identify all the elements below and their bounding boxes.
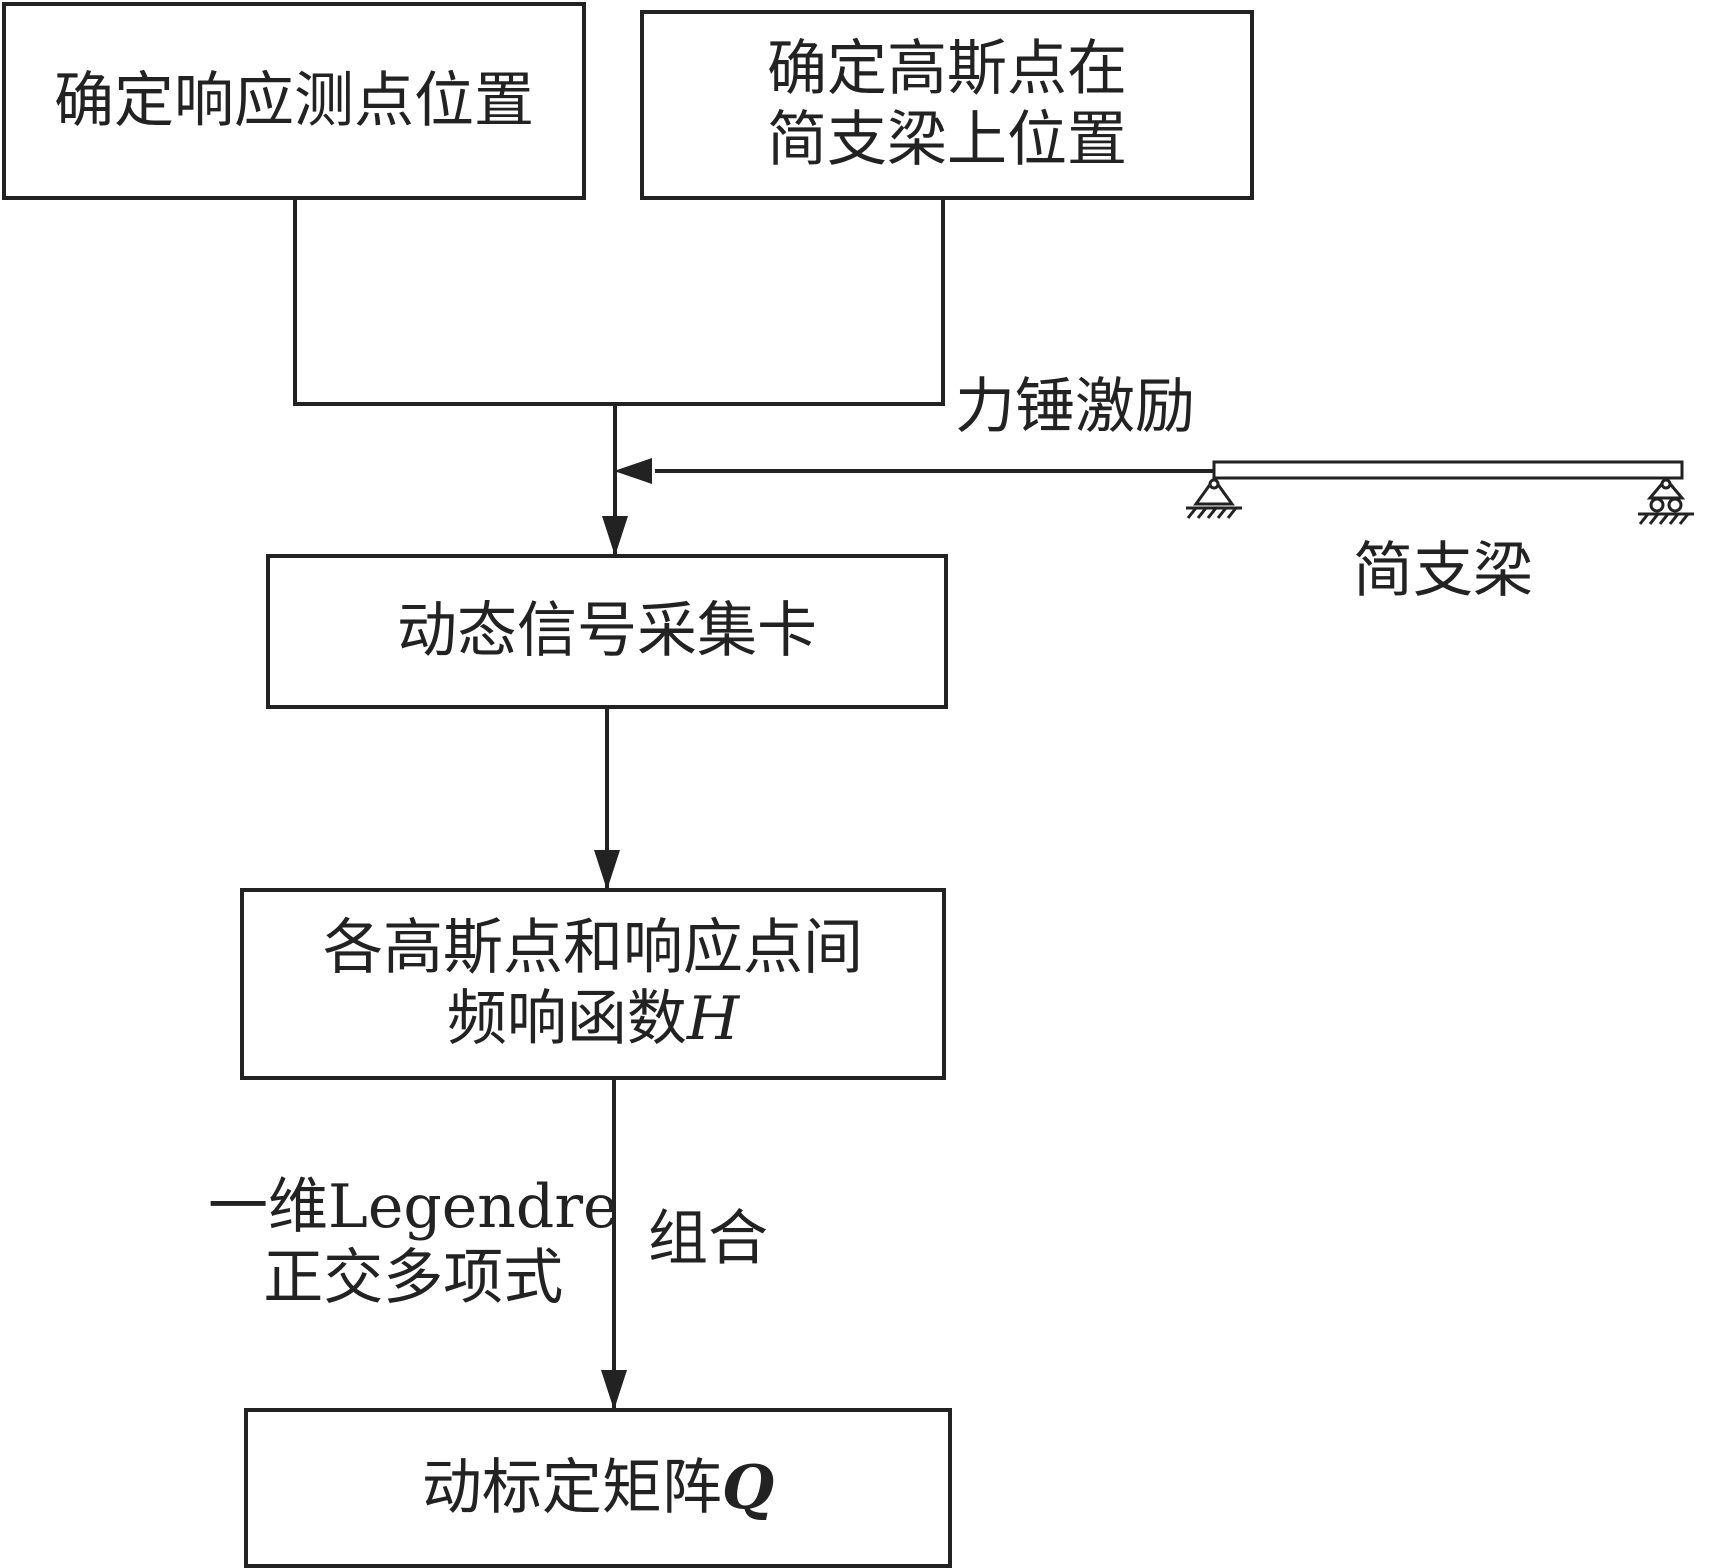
gauss-point-line1: 确定高斯点在 [767,34,1127,105]
legendre-label: 一维Legendre 正交多项式 [208,1172,619,1314]
measure-point-text: 确定响应测点位置 [54,65,534,136]
legendre-line1: 一维Legendre [208,1172,619,1242]
arrowhead-daq [602,516,628,556]
hammer-excitation-label: 力锤激励 [955,372,1195,442]
frf-box: 各高斯点和响应点间 频响函数H [240,888,946,1080]
calib-matrix-variable-q: Q [721,1452,775,1523]
arrowhead-matrix [601,1370,627,1410]
legendre-line2: 正交多项式 [263,1242,564,1313]
combine-label: 组合 [648,1204,768,1274]
calib-matrix-line: 动标定矩阵Q [422,1453,774,1524]
calib-matrix-text: 动标定矩阵 [421,1452,722,1523]
merge-connector [293,198,945,406]
calib-matrix-box: 动标定矩阵Q [244,1408,952,1568]
frf-line1: 各高斯点和响应点间 [323,913,863,984]
frf-variable-h: H [686,984,740,1054]
daq-card-box: 动态信号采集卡 [266,554,948,709]
simply-supported-beam-icon [1186,460,1694,525]
daq-card-text: 动态信号采集卡 [397,596,817,667]
measure-point-box: 确定响应测点位置 [2,2,586,200]
frf-line2-text: 频响函数 [446,984,687,1054]
beam-label: 简支梁 [1353,536,1533,606]
gauss-point-box: 确定高斯点在 简支梁上位置 [640,10,1254,200]
arrowhead-hammer [614,458,652,484]
gauss-point-line2: 简支梁上位置 [767,105,1127,175]
arrowhead-frf [594,850,620,890]
frf-line2: 频响函数H [447,984,739,1055]
